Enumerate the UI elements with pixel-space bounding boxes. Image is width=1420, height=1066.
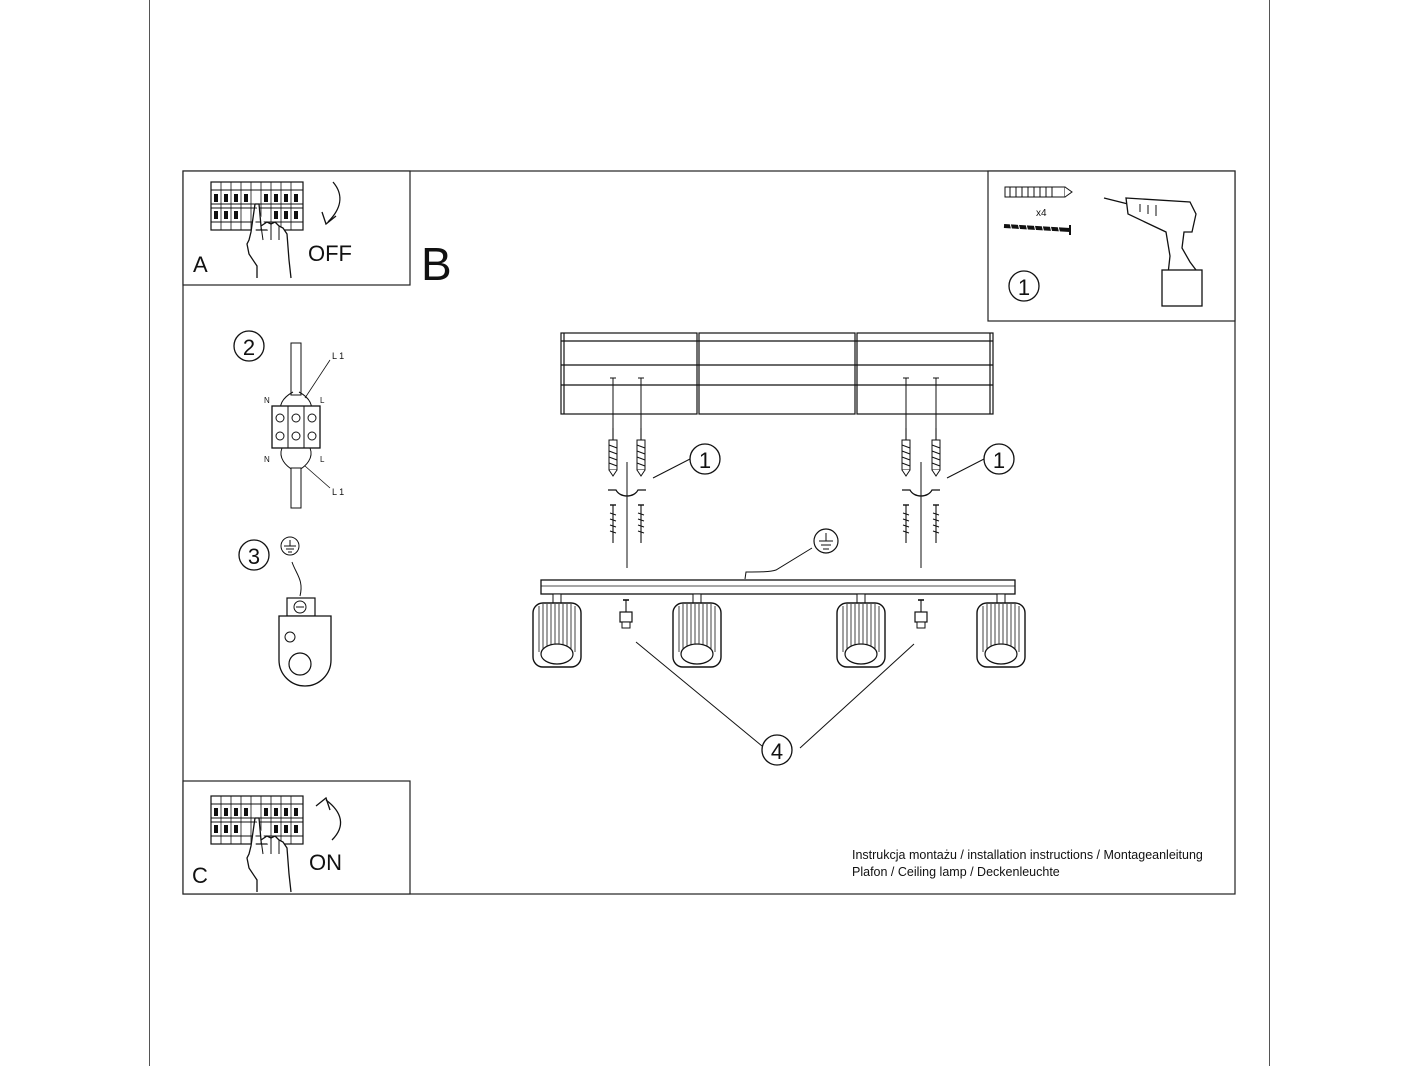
callout-1-right: 1 <box>946 443 1015 479</box>
ground-symbol-icon <box>280 536 300 556</box>
wire-l1-bottom: L 1 <box>332 487 344 497</box>
arrow-up-icon <box>325 799 342 841</box>
mounting-hardware <box>608 377 941 568</box>
footer-caption: Instrukcja montażu / installation instru… <box>852 847 1203 881</box>
step-a-letter: A <box>193 252 208 277</box>
ceiling <box>560 332 994 415</box>
step-b-letter: B <box>421 238 452 290</box>
callout-3: 3 <box>248 544 260 569</box>
step-c-letter: C <box>192 863 208 888</box>
ground-connection-step: 3 <box>238 536 332 687</box>
screw-icon <box>1003 222 1071 235</box>
wire-l1-top: L 1 <box>332 351 344 361</box>
panel-c-power-on: C ON <box>182 780 411 895</box>
lamp-bar <box>540 579 1016 595</box>
arrow-down-icon <box>327 181 341 223</box>
screw-icon <box>902 504 910 544</box>
wall-plug-icon <box>901 427 911 477</box>
spotlight-icon <box>672 593 722 668</box>
kit-panel: x4 1 <box>987 170 1236 322</box>
wire-n-bottom: N <box>264 455 270 464</box>
wall-plug-icon <box>931 427 941 477</box>
screw-icon <box>609 504 617 544</box>
callout-1-kit: 1 <box>1018 275 1030 300</box>
spotlight-icon <box>532 593 582 668</box>
footer-line-1: Instrukcja montażu / installation instru… <box>852 848 1203 862</box>
footer-line-2: Plafon / Ceiling lamp / Deckenleuchte <box>852 865 1060 879</box>
callout-1-left: 1 <box>652 443 721 479</box>
on-label: ON <box>309 850 342 875</box>
panel-a-power-off: A OFF <box>182 170 411 286</box>
screw-icon <box>637 504 645 544</box>
wiring-terminal-step: 2 L 1 L 1 N L N L <box>233 330 344 509</box>
mounting-screw <box>914 599 928 629</box>
svg-text:1: 1 <box>993 448 1005 473</box>
right-page-border <box>1269 0 1270 1066</box>
wire-n-top: N <box>264 396 270 405</box>
ground-symbol-icon <box>813 528 839 554</box>
anchor-quantity: x4 <box>1036 208 1047 219</box>
sheet-frame <box>182 170 1236 895</box>
spotlight-icon <box>836 593 886 668</box>
svg-text:1: 1 <box>699 448 711 473</box>
callout-2: 2 <box>243 335 255 360</box>
wall-plug-icon <box>636 427 646 477</box>
wall-plug-icon <box>608 427 618 477</box>
off-label: OFF <box>308 241 352 266</box>
callout-4: 4 <box>635 641 915 766</box>
mounting-screw <box>619 599 633 629</box>
wall-plug-icon <box>1004 186 1073 198</box>
drill-icon <box>1103 197 1203 307</box>
wire-l-top: L <box>320 396 325 405</box>
screw-icon <box>932 504 940 544</box>
spotlight-icon <box>976 593 1026 668</box>
wire-l-bottom: L <box>320 455 325 464</box>
left-page-border <box>149 0 150 1066</box>
terminal-block-icon <box>271 405 321 449</box>
svg-text:4: 4 <box>771 739 783 764</box>
